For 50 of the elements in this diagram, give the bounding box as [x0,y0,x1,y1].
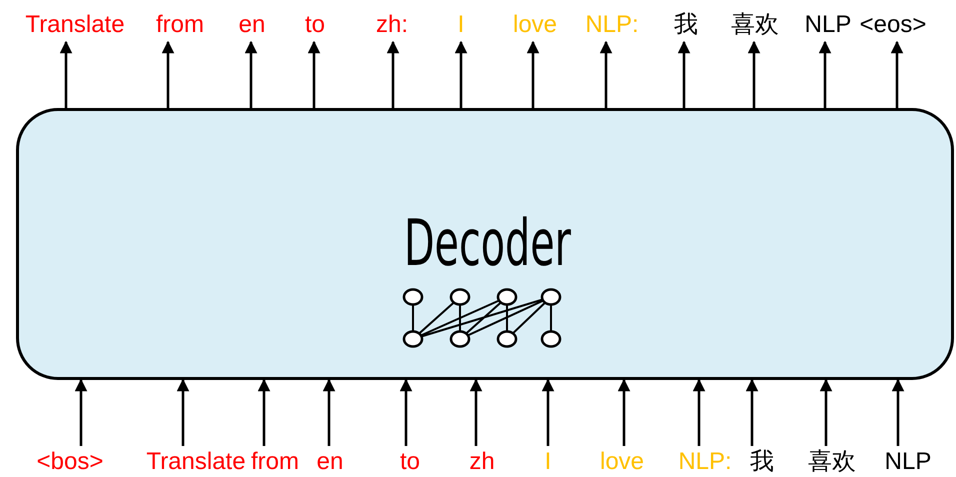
token-label: I [544,448,552,476]
arrow [600,40,612,108]
arrow [526,40,540,108]
token-label: en [238,11,266,39]
token-label: love [600,448,644,476]
token-label: to [305,11,325,39]
token-label: zh: [376,11,408,39]
arrow [60,40,72,108]
token-label: 我 [750,448,774,476]
decoder-box [16,108,954,380]
arrow [746,378,758,446]
arrow [258,378,270,446]
token-label: 喜欢 [731,11,779,39]
arrow [322,378,336,446]
arrow [818,40,832,108]
token-label: NLP [884,448,932,476]
arrow [748,40,760,108]
arrow [176,378,190,446]
token-label: I [458,11,464,39]
token-label: to [400,448,420,476]
token-label: from [251,448,299,476]
arrow [454,40,468,108]
token-label: love [512,11,558,39]
arrow [162,40,174,108]
arrow [400,378,412,446]
arrow [820,378,832,446]
arrow [892,378,904,446]
arrow [308,40,320,108]
token-label: Translate [25,11,125,39]
arrow [244,40,258,108]
arrow [692,378,706,446]
token-label: NLP: [585,11,639,39]
token-label: <bos> [36,448,104,476]
arrow [618,378,630,446]
arrow [542,378,554,446]
token-label: Translate [146,448,246,476]
token-label: <eos> [860,11,926,39]
decoder-label: Decoder [404,212,570,276]
arrow [890,40,904,108]
token-label: en [316,448,344,476]
arrow [470,378,482,446]
token-label: 我 [674,11,698,39]
token-label: from [156,11,204,39]
arrow [74,378,88,446]
token-label: zh [469,448,495,476]
token-label: NLP [804,11,852,39]
token-label: 喜欢 [808,448,856,476]
arrow [386,40,400,108]
token-label: NLP: [678,448,732,476]
arrow [678,40,690,108]
